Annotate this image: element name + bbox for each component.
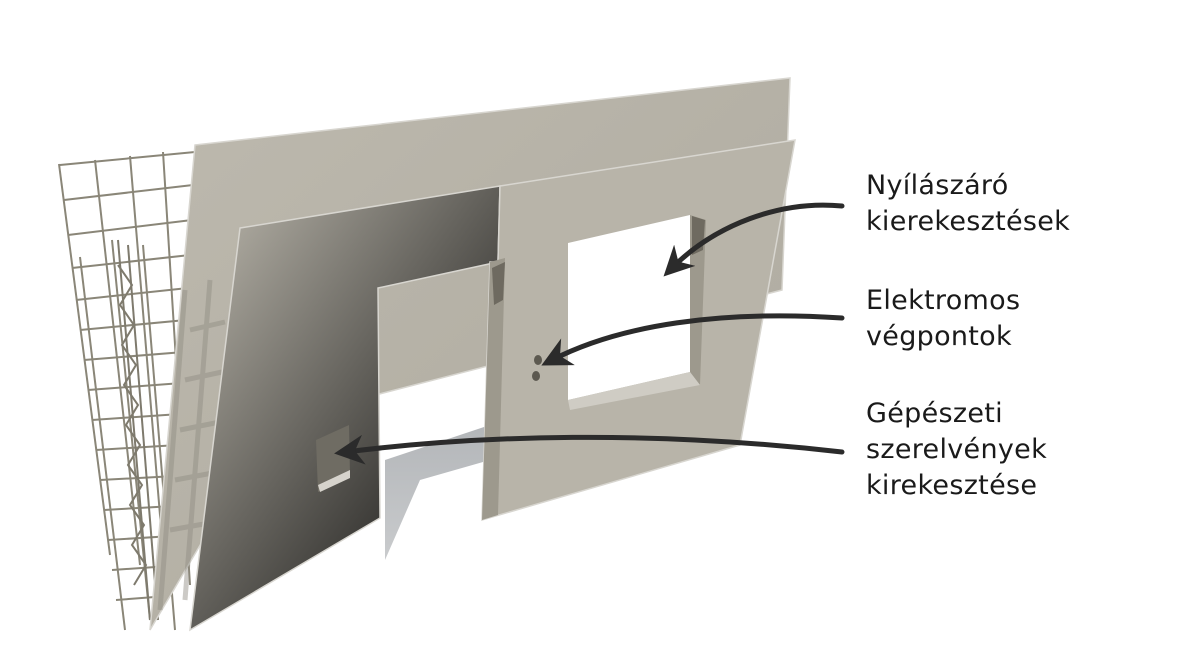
callout-label-openings: Nyílászáró kierekesztések [866,168,1070,240]
callout-arrows [334,202,845,465]
callout-line: Nyílászáró [866,170,1009,201]
callout-line: kirekesztése [866,470,1038,501]
callout-line: végpontok [866,321,1012,352]
callout-label-electrical: Elektromos végpontok [866,283,1020,355]
door-jamb-dark [492,262,505,305]
door-jamb [482,258,505,520]
arrow-openings [663,202,845,277]
callout-line: kierekesztések [866,206,1071,237]
callout-label-mechanical: Gépészeti szerelvények kirekesztése [866,396,1047,504]
callout-line: Elektromos [866,285,1021,316]
callout-line: Gépészeti [866,398,1003,429]
ground-shadow [385,425,490,560]
electrical-outlets [532,355,542,381]
arrow-mechanical [334,434,845,465]
front-panel-left [189,185,501,632]
window-opening [568,215,706,410]
callout-line: szerelvények [866,434,1047,465]
arrow-electrical [541,313,845,366]
